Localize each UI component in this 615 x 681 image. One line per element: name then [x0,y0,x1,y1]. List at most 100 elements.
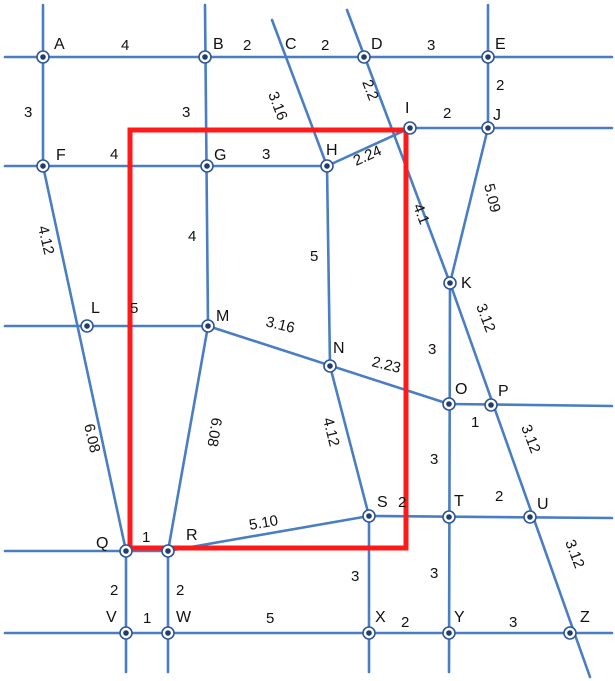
road-col-jk [448,126,490,285]
weight-bc: 2 [243,37,251,54]
nodes [36,50,577,640]
weight-rs: 5.10 [248,512,280,534]
node-f [36,159,50,173]
weight-hn: 5 [310,248,318,265]
weight-hi: 2.24 [351,142,385,169]
node-q [119,544,133,558]
weight-kp: 3.12 [472,301,498,334]
weight-ns: 4.12 [319,416,343,448]
node-label-c: C [285,36,297,53]
node-t [442,510,456,524]
node-label-w: W [176,609,192,626]
node-w [161,626,175,640]
node-label-m: M [216,308,229,325]
weight-yz: 3 [509,614,517,631]
node-label-q: Q [96,535,108,552]
weight-ij: 2 [443,105,451,122]
node-u [523,510,537,524]
weight-sx: 3 [351,568,359,585]
weight-st: 2 [398,494,406,511]
weight-ko: 3 [428,341,436,358]
weight-ch: 3.16 [264,89,290,122]
vertical-roads [41,3,592,679]
node-label-e: E [495,36,506,53]
weight-no: 2.23 [370,353,402,377]
node-k [443,276,457,290]
node-label-v: V [106,609,117,626]
edge-weights: 4 2 2 3 3 3 3.16 2.2 2 2 4 3 2.24 4.12 4… [24,37,588,631]
weight-de: 3 [427,37,435,54]
node-n [323,359,337,373]
node-a [36,50,50,64]
road-col-ch [270,18,329,168]
weight-qv: 2 [110,582,118,599]
node-label-x: X [375,609,386,626]
node-r [161,544,175,558]
node-label-y: Y [454,609,465,626]
weight-gm: 4 [188,228,196,245]
weight-mr: 6.08 [203,416,224,448]
weight-xy: 2 [401,614,409,631]
road-col-hn [325,164,332,368]
road-segment-rs [166,514,371,553]
weight-lq: 6.08 [80,422,103,454]
road-col-flqv [41,164,128,553]
node-v [119,626,133,640]
node-b [198,50,212,64]
node-label-h: H [326,142,338,159]
node-x [362,626,376,640]
node-l [80,319,94,333]
node-label-z: Z [580,609,590,626]
road-segment-hi [325,126,412,168]
weight-lm: 5 [130,300,138,317]
node-s [362,509,376,523]
node-g [200,159,214,173]
road-row-op [447,402,614,408]
node-o [442,397,456,411]
weight-ab: 4 [121,37,129,54]
weight-fg: 4 [110,146,118,163]
node-i [403,121,417,135]
node-label-k: K [461,275,472,292]
weight-tu: 2 [495,488,503,505]
node-p [484,398,498,412]
node-z [563,626,577,640]
node-d [357,50,371,64]
weight-uz: 3.12 [561,537,587,570]
weight-qr: 1 [142,529,150,546]
weight-ik: 4.1 [409,201,432,227]
weight-ej: 2 [496,77,504,94]
weight-af: 3 [24,104,32,121]
node-label-p: P [498,383,509,400]
node-label-g: G [214,147,226,164]
node-label-t: T [454,493,464,510]
selection-rectangle [127,127,409,551]
weight-di: 2.2 [358,77,381,103]
node-label-i: I [405,100,409,117]
node-e [481,50,495,64]
node-label-f: F [56,147,66,164]
node-label-a: A [54,36,65,53]
road-col-kotY [447,281,452,674]
weight-vw: 1 [143,610,151,627]
weight-bg: 3 [182,104,190,121]
weight-jk: 5.09 [480,182,504,214]
node-label-r: R [186,527,198,544]
road-col-mr [166,324,210,553]
node-label-j: J [493,107,501,124]
road-row-stu [367,514,614,520]
node-label-u: U [537,496,549,513]
node-labels: A B C D E F G H I J K L M N O P Q R S T … [54,36,590,626]
road-col-ns [328,364,371,518]
weight-ot: 3 [430,451,438,468]
node-label-n: N [333,340,345,357]
weight-fl: 4.12 [34,224,57,256]
node-j [481,121,495,135]
node-label-d: D [371,36,383,53]
weight-pu: 3.12 [517,422,543,455]
weight-mn: 3.16 [264,313,296,337]
node-m [201,319,215,333]
node-label-l: L [91,300,100,317]
